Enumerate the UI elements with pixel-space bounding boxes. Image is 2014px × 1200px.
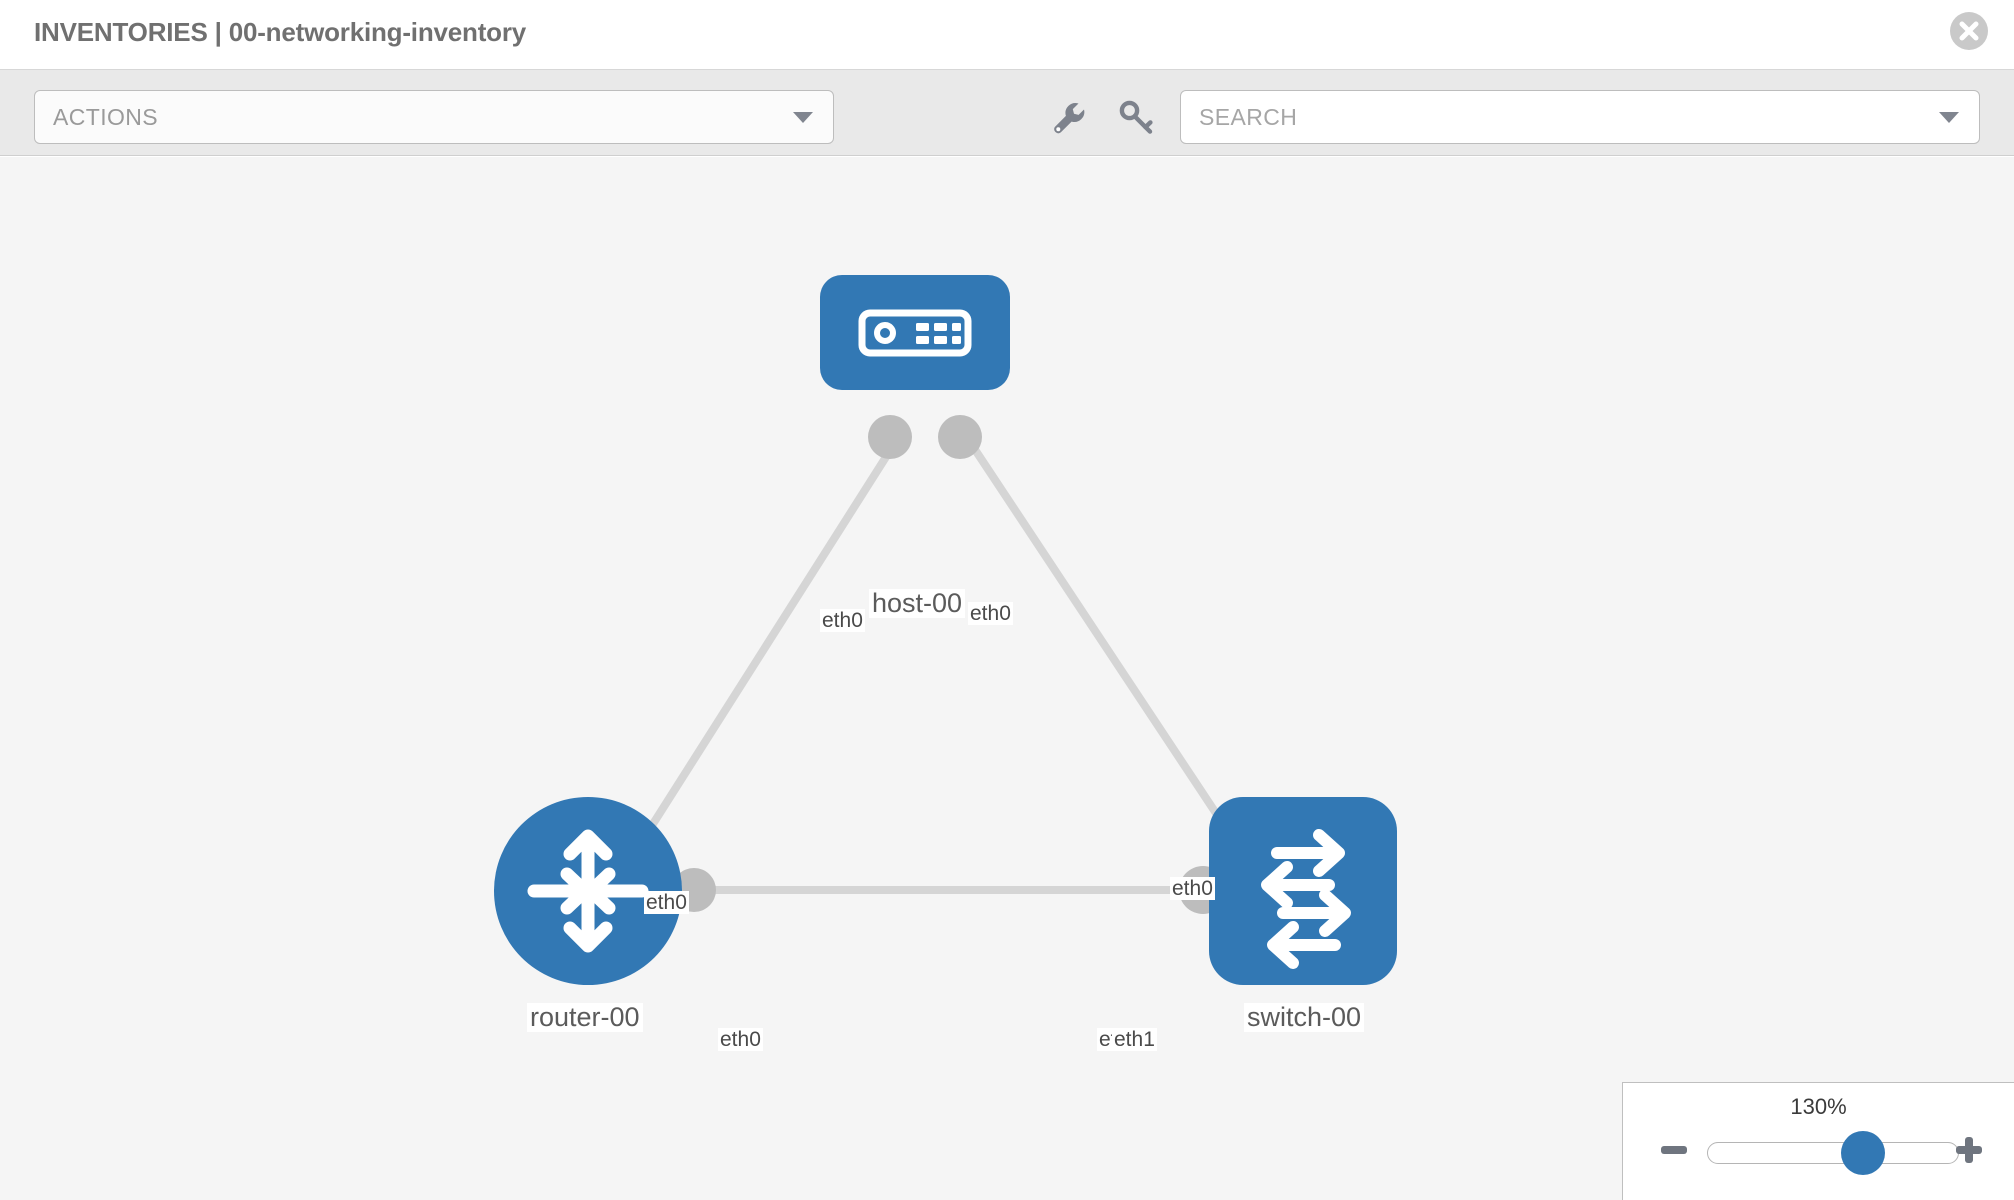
- plus-icon[interactable]: [1954, 1135, 1984, 1165]
- page-title: INVENTORIES | 00-networking-inventory: [34, 17, 527, 47]
- router-arrows-icon: [527, 829, 649, 953]
- minus-icon[interactable]: [1659, 1135, 1689, 1165]
- chevron-down-icon[interactable]: [1939, 112, 1959, 123]
- close-icon[interactable]: [1950, 12, 1988, 50]
- zoom-slider-thumb[interactable]: [1841, 1131, 1885, 1175]
- toolbar: ACTIONS SEARCH: [0, 70, 2014, 156]
- node-router-00-label: router-00: [527, 1002, 643, 1033]
- node-switch-00[interactable]: [1209, 797, 1397, 985]
- edge-label-router-up-eth0: eth0: [644, 891, 689, 915]
- node-host-00[interactable]: [820, 275, 1010, 390]
- page-header: INVENTORIES | 00-networking-inventory: [0, 0, 2014, 70]
- edge-label-switch-up-eth0: eth0: [1170, 877, 1215, 901]
- edge-label-host-right-eth0: eth0: [968, 602, 1013, 626]
- topology-canvas[interactable]: host-00 eth0 eth0: [0, 157, 2014, 1200]
- node-host-00-shape: [820, 275, 1010, 390]
- zoom-slider-track[interactable]: [1707, 1142, 1959, 1164]
- port-host-right: [938, 415, 982, 459]
- switch-arrows-icon: [1261, 829, 1351, 969]
- key-icon[interactable]: [1115, 97, 1157, 139]
- zoom-level-value: 130%: [1790, 1094, 1847, 1119]
- edge-lines: [628, 424, 1249, 894]
- edge-label-host-left-eth0: eth0: [820, 609, 865, 633]
- actions-dropdown[interactable]: ACTIONS: [34, 90, 834, 144]
- zoom-control-panel: 130%: [1622, 1082, 2014, 1200]
- wrench-icon[interactable]: [1047, 97, 1089, 139]
- server-icon: [858, 309, 972, 357]
- edge-host-switch: [956, 424, 1249, 860]
- chevron-down-icon: [793, 112, 813, 123]
- actions-dropdown-label: ACTIONS: [53, 104, 159, 130]
- port-host-left: [868, 415, 912, 459]
- edge-label-router-right-eth0: eth0: [718, 1028, 763, 1052]
- search-input[interactable]: SEARCH: [1180, 90, 1980, 144]
- node-switch-00-label: switch-00: [1244, 1002, 1365, 1033]
- edge-label-switch-left-eth1: eth1: [1112, 1028, 1157, 1052]
- node-host-00-label: host-00: [869, 588, 966, 619]
- search-placeholder: SEARCH: [1199, 104, 1298, 130]
- node-switch-00-shape: [1209, 797, 1397, 985]
- edge-host-router: [628, 424, 909, 860]
